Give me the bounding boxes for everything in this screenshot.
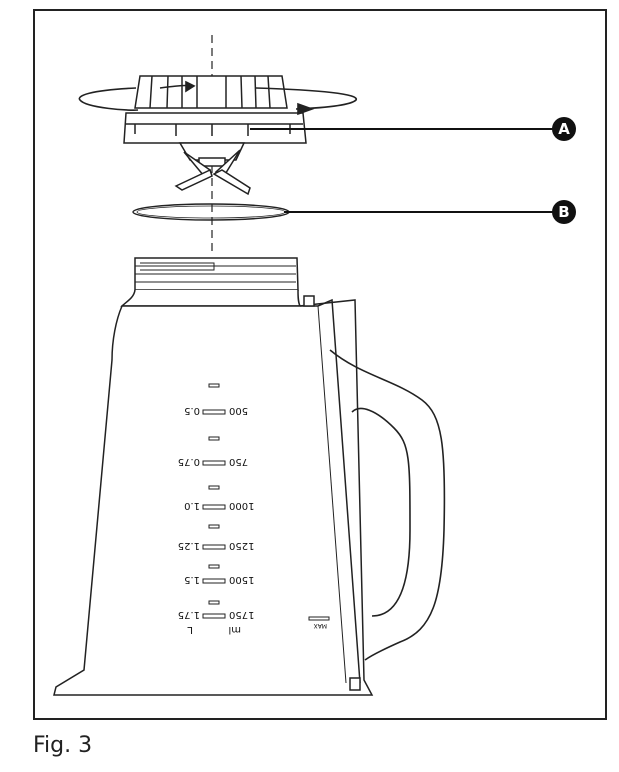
l-mark-1.5: 1.5: [184, 574, 200, 585]
l-mark-0.5: 0.5: [184, 405, 200, 416]
figure-caption: Fig. 3: [33, 733, 93, 758]
max-mark: MAX: [314, 622, 327, 629]
callout-a: A: [552, 117, 576, 141]
ml-mark-750: 750: [229, 456, 248, 467]
blade-assembly: [123, 75, 307, 196]
ml-mark-1750: 1750: [229, 609, 254, 620]
l-mark-1.75: 1.75: [178, 609, 200, 620]
rotation-arrow: [78, 80, 357, 116]
callout-b: B: [552, 200, 576, 224]
callout-a-label: A: [558, 120, 570, 138]
ml-unit: ml: [228, 624, 241, 635]
measurement-scale: 500 0.5 750 0.75 1000 1.0 1250 1.25 1500…: [178, 383, 330, 635]
ml-mark-1000: 1000: [229, 500, 254, 511]
ml-mark-1500: 1500: [229, 574, 254, 585]
l-mark-1.25: 1.25: [178, 540, 200, 551]
l-unit: L: [187, 624, 193, 635]
ml-mark-1250: 1250: [229, 540, 254, 551]
blender-jug: [53, 257, 446, 696]
callout-b-label: B: [558, 203, 569, 221]
l-mark-0.75: 0.75: [178, 456, 200, 467]
figure-frame: [33, 9, 607, 720]
l-mark-1.0: 1.0: [184, 500, 200, 511]
ml-mark-500: 500: [229, 405, 248, 416]
